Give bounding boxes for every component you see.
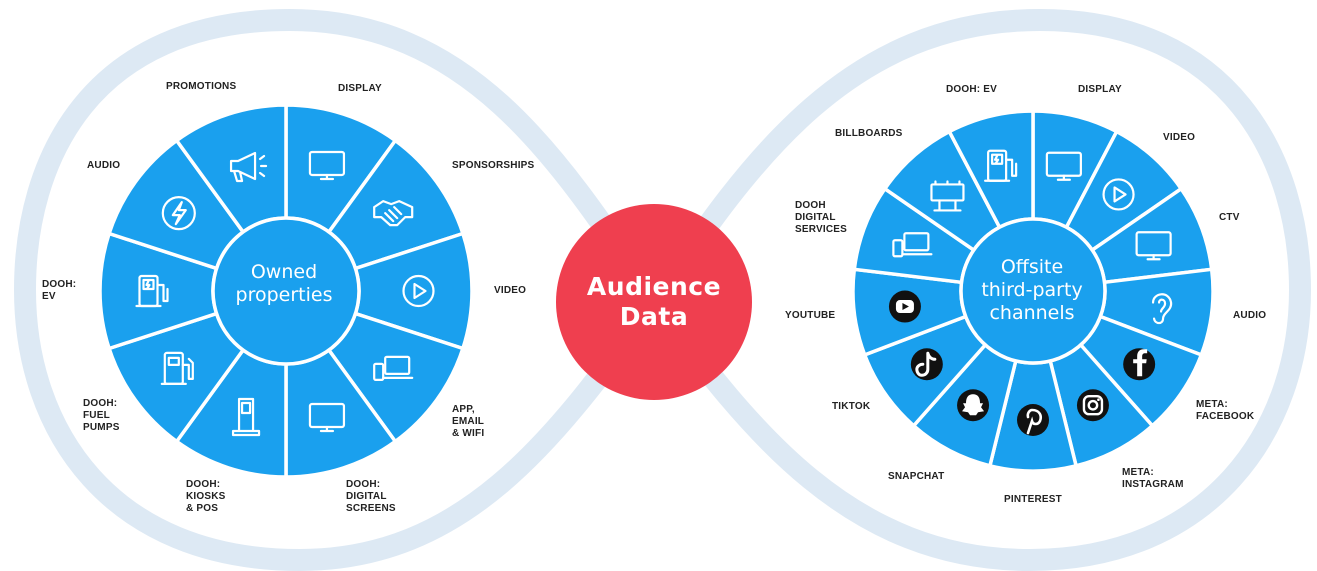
left-label-3: VIDEO (494, 285, 527, 296)
right-label-12: BILLBOARDS (835, 128, 903, 139)
right-label-7: PINTEREST (1004, 494, 1062, 505)
monitor-icon (308, 150, 346, 181)
right-label-10: YOUTUBE (785, 310, 836, 321)
fuel-pump-icon (160, 351, 194, 385)
play-icon (402, 274, 435, 308)
devices-icon (892, 232, 933, 258)
right-label-8: SNAPCHAT (888, 471, 945, 482)
play-icon (1102, 178, 1135, 211)
left-label-7: DOOH: FUEL PUMPS (83, 398, 120, 433)
right-label-1: DISPLAY (1078, 84, 1122, 95)
right-label-2: VIDEO (1163, 132, 1196, 143)
left-label-5: DOOH: DIGITAL SCREENS (346, 479, 396, 514)
youtube-icon (888, 290, 921, 323)
right-label-9: TIKTOK (832, 401, 871, 412)
billboard-icon (930, 180, 965, 212)
left-label-6: DOOH: KIOSKS & POS (186, 479, 226, 514)
devices-icon (373, 355, 414, 381)
audience-data-hub: Audience Data (556, 204, 752, 400)
left-center-disc (211, 216, 361, 366)
megaphone-icon (229, 151, 268, 183)
ev-charger-icon (135, 274, 169, 308)
right-label-13: DOOH: EV (946, 84, 998, 95)
owned-properties-title: Owned properties (235, 261, 333, 306)
ear-icon (1151, 293, 1173, 325)
offsite-channels-title: Offsite third-party channels (981, 256, 1083, 324)
snapchat-icon (957, 389, 990, 422)
pinterest-icon (1017, 404, 1049, 436)
ev-charger-icon (984, 149, 1018, 182)
kiosk-icon (231, 397, 261, 437)
monitor-icon (1135, 231, 1172, 261)
tiktok-icon (910, 348, 943, 381)
right-label-5: META: FACEBOOK (1196, 399, 1255, 422)
right-label-3: CTV (1219, 212, 1240, 223)
right-label-11: DOOH DIGITAL SERVICES (795, 200, 847, 235)
left-label-2: SPONSORSHIPS (452, 160, 535, 171)
audience-data-label: Audience Data (586, 272, 722, 331)
right-label-4: AUDIO (1233, 310, 1267, 321)
monitor-icon (1045, 151, 1082, 181)
instagram-icon (1076, 389, 1109, 422)
right-label-6: META: INSTAGRAM (1122, 467, 1184, 490)
left-label-1: DISPLAY (338, 83, 382, 94)
monitor-icon (308, 402, 346, 433)
left-label-10: PROMOTIONS (166, 81, 237, 92)
left-label-8: DOOH: EV (42, 279, 77, 302)
lightning-icon (161, 196, 196, 231)
right-center-disc (959, 217, 1107, 365)
facebook-icon (1123, 348, 1156, 381)
left-label-9: AUDIO (87, 160, 121, 171)
handshake-icon (373, 200, 414, 227)
left-label-4: APP, EMAIL & WIFI (452, 404, 485, 439)
